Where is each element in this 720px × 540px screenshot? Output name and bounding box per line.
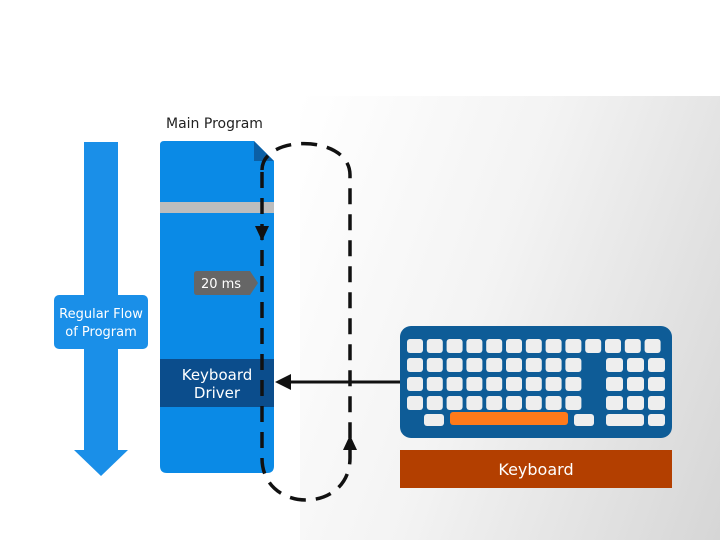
keyboard-key (426, 358, 443, 372)
keyboard-key (424, 414, 444, 426)
keyboard-key (466, 377, 483, 391)
keyboard-key (466, 339, 483, 353)
keyboard-key (486, 358, 503, 372)
keyboard-label-box: Keyboard (400, 450, 672, 488)
keyboard-keys (407, 339, 665, 426)
loop-arrowhead-up (343, 435, 357, 450)
keyboard-key (446, 396, 463, 410)
keyboard-key (525, 339, 542, 353)
keyboard-key (525, 358, 542, 372)
keyboard-illustration (400, 326, 672, 438)
keyboard-key (648, 377, 665, 391)
keyboard-key (525, 377, 542, 391)
keyboard-key (585, 339, 602, 353)
keyboard-key (648, 358, 665, 372)
keyboard-key (407, 339, 423, 353)
keyboard-key (486, 377, 503, 391)
keyboard-key (606, 396, 623, 410)
keyboard-key (545, 358, 562, 372)
keyboard-key (446, 358, 463, 372)
keyboard-key (627, 358, 644, 372)
keyboard-label: Keyboard (498, 460, 573, 479)
timer-badge: 20 ms (194, 271, 258, 295)
keyboard-key (565, 377, 582, 391)
main-program-block: Keyboard Driver (160, 141, 274, 473)
keyboard-key (486, 339, 503, 353)
keyboard-key (545, 377, 562, 391)
interrupt-loop-path (260, 141, 352, 502)
keyboard-key (486, 396, 503, 410)
keyboard-key (565, 339, 582, 353)
keyboard-key (506, 396, 522, 410)
keyboard-driver-label-line2: Driver (194, 384, 241, 402)
keyboard-key (648, 414, 665, 426)
main-program-title: Main Program (166, 116, 263, 132)
space-bar (450, 412, 568, 425)
loop-arrowhead-down (255, 226, 269, 241)
keyboard-key (506, 377, 522, 391)
keyboard-driver-label-line1: Keyboard (182, 366, 253, 384)
keyboard-key (407, 396, 423, 410)
keyboard-key (426, 339, 443, 353)
keyboard-key (525, 396, 542, 410)
current-instruction-stripe (160, 202, 274, 213)
timer-label: 20 ms (201, 277, 241, 292)
keyboard-key (648, 396, 665, 410)
regular-flow-label-line1: Regular Flow (59, 307, 143, 322)
keyboard-key (506, 358, 522, 372)
keyboard-key (506, 339, 522, 353)
keyboard-driver-block (160, 359, 274, 407)
keyboard-key (466, 396, 483, 410)
keyboard-key (466, 358, 483, 372)
keyboard-key (624, 339, 641, 353)
keyboard-key (426, 396, 443, 410)
keyboard-key (606, 377, 623, 391)
keyboard-key (605, 339, 621, 353)
keyboard-key (565, 396, 582, 410)
keyboard-key (606, 358, 623, 372)
keyboard-key (627, 377, 644, 391)
keyboard-key (574, 414, 594, 426)
keyboard-to-driver-arrowhead (275, 374, 291, 390)
regular-flow-label-box: Regular Flow of Program (54, 295, 148, 349)
regular-flow-label-line2: of Program (65, 325, 137, 340)
keyboard-key (627, 396, 644, 410)
keyboard-key (565, 358, 582, 372)
keyboard-key (426, 377, 443, 391)
page-fold (254, 141, 274, 161)
keyboard-key (407, 358, 423, 372)
keyboard-key (407, 377, 423, 391)
keyboard-key (606, 414, 644, 426)
keyboard-key (545, 396, 562, 410)
keyboard-key (545, 339, 562, 353)
keyboard-key (446, 339, 463, 353)
keyboard-key (644, 339, 661, 353)
keyboard-key (446, 377, 463, 391)
